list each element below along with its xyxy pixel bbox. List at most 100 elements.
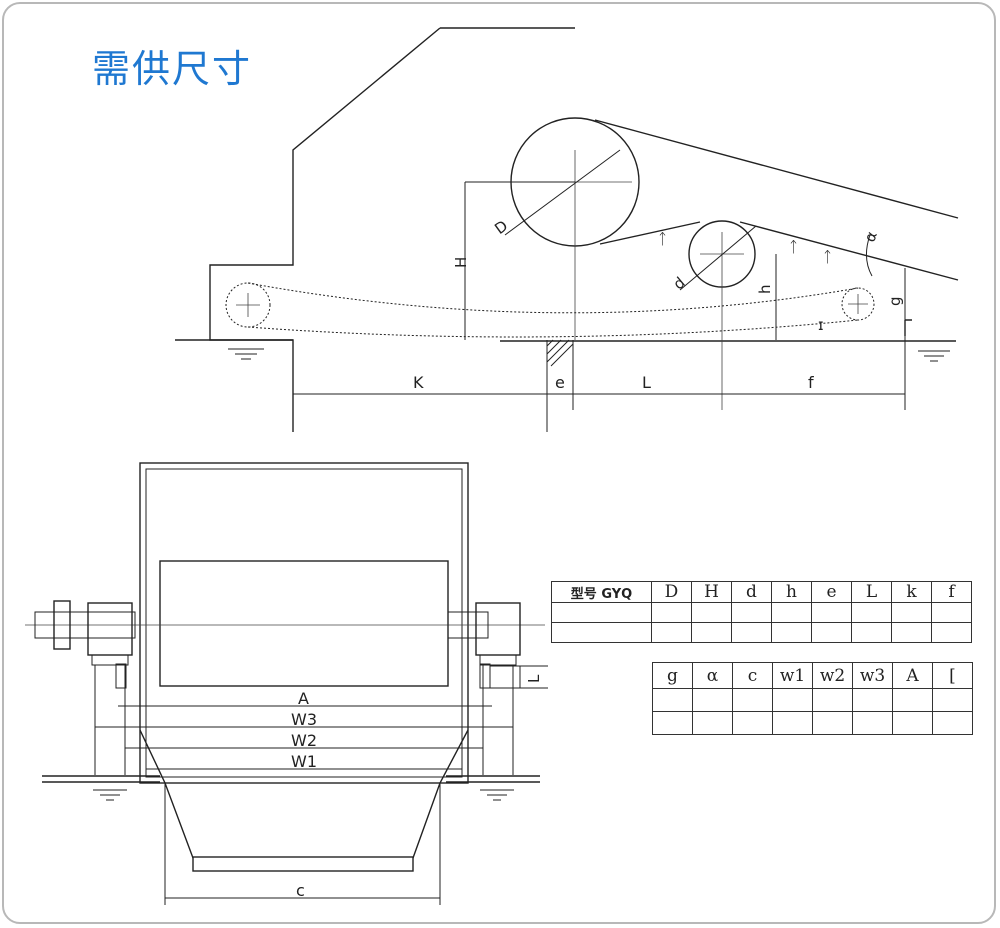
- table-cell: [651, 622, 692, 643]
- ground-symbol-right: [918, 350, 950, 362]
- chute-left: [139, 729, 194, 859]
- table-cell: [891, 602, 932, 623]
- table-row: [551, 622, 972, 643]
- label-alpha: α: [861, 229, 881, 245]
- label-K: K: [413, 373, 424, 392]
- table-row: [652, 688, 973, 712]
- table-header-cell: [: [932, 662, 973, 689]
- table-cell: [772, 711, 813, 735]
- belt-segment: [599, 221, 701, 245]
- table-cell: [771, 622, 812, 643]
- tail-pulley: [225, 282, 271, 328]
- support-hatch: [546, 339, 574, 367]
- table-cell: [652, 688, 693, 712]
- head-pulley: [841, 287, 875, 321]
- spec-table-2: g α c w1 w2 w3 A [: [652, 662, 973, 735]
- upper-belt: [594, 119, 959, 219]
- label-h: h: [756, 284, 774, 294]
- dim-D-line: [504, 149, 621, 236]
- table-header-cell: w3: [852, 662, 893, 689]
- table-header-cell: α: [692, 662, 733, 689]
- page-title: 需供尺寸: [92, 47, 253, 91]
- table-cell: [892, 688, 933, 712]
- table-cell: [692, 711, 733, 735]
- chute-wall: [209, 27, 441, 432]
- table-cell: [771, 602, 812, 623]
- label-c: c: [296, 881, 305, 900]
- table-header-cell: D: [651, 581, 692, 603]
- table-header-cell: f: [931, 581, 972, 603]
- table-header-cell: L: [851, 581, 892, 603]
- table-cell: [851, 622, 892, 643]
- housing-outer: [139, 462, 469, 784]
- table-header-cell: c: [732, 662, 773, 689]
- table-row: [652, 711, 973, 735]
- table-cell: [652, 711, 693, 735]
- coupling: [53, 600, 71, 650]
- table-cell: [851, 602, 892, 623]
- table-cell: [811, 622, 852, 643]
- table-cell: [691, 602, 732, 623]
- belt-top-curve: [247, 282, 859, 314]
- belt-bottom-curve: [247, 319, 859, 338]
- table-row: 型号 GYQ D H d h e L k f: [551, 581, 972, 603]
- table-header-cell: d: [731, 581, 772, 603]
- table-cell: [551, 622, 652, 643]
- label-e: e: [555, 373, 565, 392]
- table-cell: [932, 711, 973, 735]
- idler-mark-3: ᛏ: [823, 248, 832, 266]
- ground-symbol-left: [228, 348, 264, 360]
- label-W3: W3: [291, 710, 317, 729]
- spec-table-1: 型号 GYQ D H d h e L k f: [551, 581, 972, 643]
- table-cell: [732, 711, 773, 735]
- table-header-cell: H: [691, 581, 732, 603]
- table-row: [551, 602, 972, 623]
- return-line: [739, 221, 959, 281]
- ground-front-right: [480, 789, 514, 801]
- table-header-cell: h: [771, 581, 812, 603]
- alpha-arc: [866, 234, 873, 277]
- side-view: D d ᛏ ᛏ ᛏ ɪ H h g: [175, 27, 959, 432]
- front-view: L A W3 W2 W1 c: [25, 462, 548, 905]
- bearing-right: [475, 602, 521, 656]
- table-cell: [892, 711, 933, 735]
- table-header-cell: w2: [812, 662, 853, 689]
- label-H: H: [452, 257, 470, 268]
- table-header-cell: k: [891, 581, 932, 603]
- table-cell: [931, 602, 972, 623]
- dim-d-line: [679, 225, 757, 291]
- ground-front-left: [93, 789, 127, 801]
- label-A: A: [298, 689, 309, 708]
- label-L-front: L: [525, 674, 543, 683]
- table-cell: [852, 711, 893, 735]
- table-cell: [551, 602, 652, 623]
- idler-mark-1: ᛏ: [658, 230, 667, 248]
- shaft-left: [34, 611, 136, 639]
- bearing-left: [87, 602, 133, 656]
- table-cell: [812, 688, 853, 712]
- label-f: f: [808, 373, 814, 392]
- shaft-right: [447, 611, 489, 639]
- table-header-cell: A: [892, 662, 933, 689]
- label-g: g: [886, 296, 904, 306]
- table-header-cell: 型号 GYQ: [551, 581, 652, 603]
- idler-mark-4: ɪ: [818, 316, 824, 334]
- g-bracket: [904, 319, 912, 336]
- label-W2: W2: [291, 731, 317, 750]
- label-d: d: [670, 273, 689, 293]
- label-L: L: [642, 373, 651, 392]
- label-W1: W1: [291, 752, 317, 771]
- table-cell: [691, 622, 732, 643]
- label-D: D: [491, 217, 511, 238]
- table-cell: [692, 688, 733, 712]
- table-cell: [812, 711, 853, 735]
- take-up-left: [115, 663, 127, 689]
- idler-mark-2: ᛏ: [789, 238, 798, 256]
- table-cell: [811, 602, 852, 623]
- housing-inner: [145, 468, 463, 778]
- table-cell: [772, 688, 813, 712]
- table-header-cell: g: [652, 662, 693, 689]
- table-cell: [931, 622, 972, 643]
- table-cell: [732, 688, 773, 712]
